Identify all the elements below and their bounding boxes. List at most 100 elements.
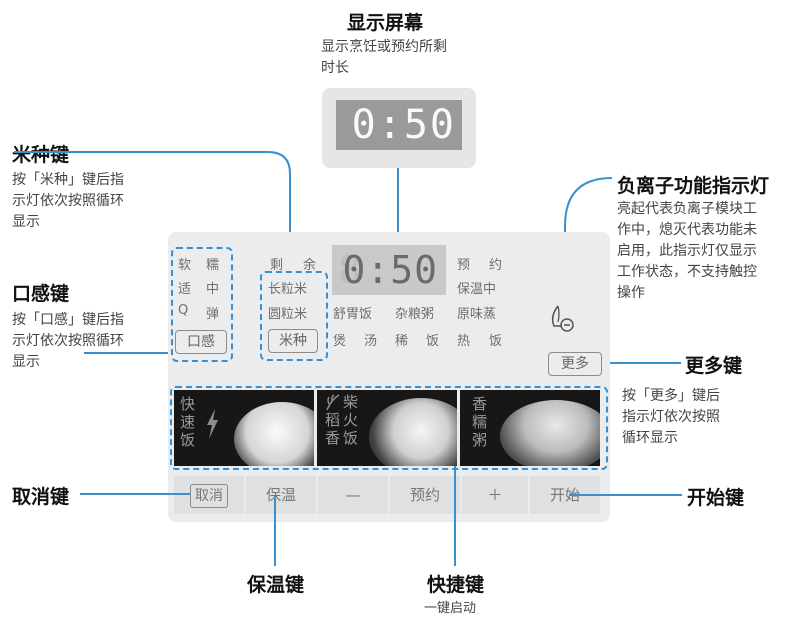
menu-congee-2: 饭 bbox=[426, 334, 440, 349]
reserve-label-1: 预 bbox=[457, 258, 471, 273]
quick-key-title: 快捷键 bbox=[427, 574, 485, 596]
taste-group-highlight bbox=[171, 247, 233, 362]
rice-key-desc-line-2: 示灯依次按照循环 bbox=[12, 193, 124, 209]
taste-key-desc: 按「口感」键后指 示灯依次按照循环 显示 bbox=[12, 310, 124, 373]
quick-card-firewood-rice[interactable]: 柴 火 饭 稻 香 bbox=[317, 390, 457, 466]
cancel-button[interactable]: 取消 bbox=[174, 476, 244, 514]
display-desc-line-1: 显示烹饪或预约所剩 bbox=[321, 39, 447, 55]
menu-soup-1: 煲 bbox=[333, 334, 347, 349]
rice-key-desc-line-3: 显示 bbox=[12, 214, 40, 230]
taste-opt-sticky: 糯 bbox=[206, 258, 220, 273]
cancel-button-label: 取消 bbox=[190, 484, 228, 508]
menu-plain-steam: 原味蒸 bbox=[457, 307, 497, 322]
ion-desc: 亮起代表负离子模块工 作中，熄灭代表功能未 启用，此指示灯仅显示 工作状态，不支… bbox=[617, 199, 757, 304]
ion-indicator-icon bbox=[551, 305, 574, 332]
keep-warm-indicator: 保温中 bbox=[457, 282, 497, 297]
display-screen-time: 0:50 bbox=[351, 102, 456, 148]
panel-lcd-time: 0:50 bbox=[342, 248, 438, 292]
reserve-label-2: 约 bbox=[489, 258, 503, 273]
rice-key-title: 米种键 bbox=[12, 144, 70, 166]
cancel-key-leader bbox=[80, 493, 190, 495]
quick-key-leader bbox=[454, 466, 456, 566]
keep-warm-button[interactable]: 保温 bbox=[246, 476, 316, 514]
rice-group-highlight bbox=[260, 271, 328, 361]
ion-desc-line-1: 亮起代表负离子模块工 bbox=[617, 201, 757, 217]
firewood-char-4: 稻 bbox=[325, 411, 341, 429]
more-key-leader bbox=[606, 362, 681, 364]
taste-key-desc-line-2: 示灯依次按照循环 bbox=[12, 333, 124, 349]
congee-char-1: 香 bbox=[472, 395, 488, 413]
more-key-desc-line-3: 循环显示 bbox=[622, 430, 678, 446]
taste-opt-elastic: 弹 bbox=[206, 307, 220, 322]
ion-icon-stem bbox=[557, 305, 560, 323]
rice-stalk-icon bbox=[326, 394, 340, 411]
firewood-char-3: 饭 bbox=[343, 429, 359, 447]
more-key-desc-line-2: 指示灯依次按照 bbox=[622, 409, 720, 425]
taste-key-leader bbox=[84, 352, 172, 354]
ion-desc-line-4: 工作状态，不支持触控 bbox=[617, 264, 757, 280]
taste-opt-soft: 软 bbox=[178, 258, 192, 273]
taste-opt-moderate-2: 中 bbox=[206, 282, 220, 297]
congee-char-3: 粥 bbox=[472, 431, 488, 449]
rice-opt-long: 长粒米 bbox=[268, 282, 308, 297]
display-screen-lcd: 0:50 bbox=[336, 100, 462, 150]
menu-grain-porridge: 杂粮粥 bbox=[395, 307, 435, 322]
ion-icon-leaf bbox=[551, 305, 562, 327]
display-screen: 0:50 bbox=[322, 88, 476, 168]
more-key-desc-line-1: 按「更多」键后 bbox=[622, 388, 720, 404]
taste-opt-moderate-1: 适 bbox=[178, 282, 192, 297]
firewood-char-1: 柴 bbox=[343, 393, 359, 411]
rice-opt-round: 圆粒米 bbox=[268, 307, 308, 322]
menu-congee-1: 稀 bbox=[395, 334, 409, 349]
quick-cards-highlight bbox=[170, 386, 608, 470]
more-key-title: 更多键 bbox=[685, 355, 743, 377]
quick-key-desc: 一键启动 bbox=[424, 601, 477, 616]
fast-rice-char-3: 饭 bbox=[180, 431, 196, 449]
more-key-desc: 按「更多」键后 指示灯依次按照 循环显示 bbox=[622, 386, 720, 449]
start-key-title: 开始键 bbox=[687, 487, 745, 509]
congee-char-2: 糯 bbox=[472, 413, 488, 431]
rice-stalk-icon-path bbox=[326, 394, 340, 411]
remain-label-2: 余 bbox=[303, 258, 317, 273]
congee-bowl-image bbox=[500, 400, 600, 466]
start-key-leader bbox=[570, 494, 682, 496]
menu-reheat-1: 热 bbox=[457, 334, 471, 349]
fast-rice-bowl-image bbox=[234, 402, 314, 466]
reserve-button[interactable]: 预约 bbox=[390, 476, 460, 514]
firewood-char-5: 香 bbox=[325, 429, 341, 447]
taste-key-title: 口感键 bbox=[12, 283, 70, 305]
rice-key-leader-path bbox=[14, 151, 291, 262]
display-screen-desc: 显示烹饪或预约所剩 时长 bbox=[321, 37, 447, 79]
display-desc-line-2: 时长 bbox=[321, 60, 349, 76]
display-leader-line bbox=[397, 168, 399, 242]
rice-key-desc-line-1: 按「米种」键后指 bbox=[12, 172, 124, 188]
plus-button[interactable]: ＋ bbox=[462, 476, 528, 514]
taste-button[interactable]: 口感 bbox=[175, 330, 227, 354]
taste-key-desc-line-3: 显示 bbox=[12, 354, 40, 370]
panel-lcd: 8 0:50 bbox=[332, 245, 446, 295]
minus-button[interactable]: — bbox=[318, 476, 388, 514]
remain-label-1: 剩 bbox=[270, 258, 284, 273]
menu-soup-2: 汤 bbox=[364, 334, 378, 349]
cancel-key-title: 取消键 bbox=[12, 486, 70, 508]
quick-card-congee[interactable]: 香 糯 粥 bbox=[460, 390, 600, 466]
more-button[interactable]: 更多 bbox=[548, 352, 602, 376]
ion-desc-line-2: 作中，熄灭代表功能未 bbox=[617, 222, 757, 238]
ion-desc-line-3: 启用，此指示灯仅显示 bbox=[617, 243, 757, 259]
lightning-icon-path bbox=[207, 409, 218, 439]
fast-rice-char-2: 速 bbox=[180, 413, 196, 431]
panel-lcd-ghost-digit: 8 bbox=[338, 248, 361, 292]
quick-card-fast-rice[interactable]: 快 速 饭 bbox=[174, 390, 314, 466]
ion-desc-line-5: 操作 bbox=[617, 285, 645, 301]
fast-rice-char-1: 快 bbox=[180, 395, 196, 413]
menu-reheat-2: 饭 bbox=[489, 334, 503, 349]
ion-leader-path bbox=[564, 177, 613, 302]
taste-opt-q: Q bbox=[178, 303, 189, 318]
keep-warm-key-title: 保温键 bbox=[247, 574, 305, 596]
ion-icon-circle bbox=[560, 318, 574, 332]
rice-type-button[interactable]: 米种 bbox=[268, 329, 318, 353]
menu-stomach-rice: 舒胃饭 bbox=[333, 307, 373, 322]
firewood-char-2: 火 bbox=[343, 411, 359, 429]
